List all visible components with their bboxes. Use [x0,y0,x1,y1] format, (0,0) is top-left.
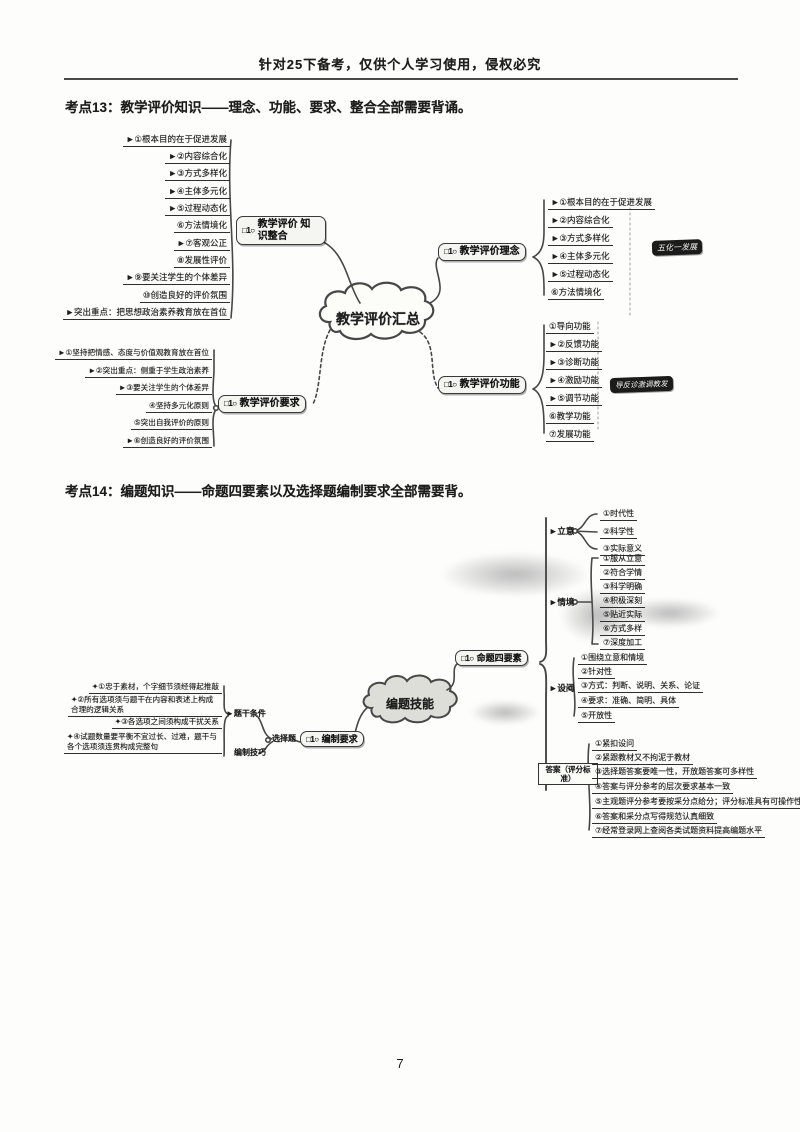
map2-node-requirement: □1○ 编制要求 [300,731,364,747]
map1-concept-item: ►④主体多元化 [548,251,613,264]
map1-requirement-item: ►③要关注学生的个体差异 [115,382,212,395]
map2-qingjing-item: ⑤贴近实际 [600,609,646,622]
progress-icon: □1○ [224,399,237,409]
map1-function-item: ►③诊断功能 [546,357,603,370]
scan-artifact [560,588,635,643]
map2-label-shewen: ►设问 [549,683,575,693]
map2-label-daan: 答案（评分标准） [538,763,598,785]
map2-label-qingjing: ►情境 [549,597,575,607]
map1-concept-item: ►②内容综合化 [548,215,613,228]
map1-concept-item: ⑥方法情境化 [548,287,605,300]
map1-integration-item: ►②内容综合化 [165,151,230,164]
map1-function-item: ⑥教学功能 [546,411,594,424]
map2-daan-item: ④答案与评分参考的层次要求基本一致 [592,781,734,794]
map2-label-tigan: ►题干条件 [226,709,266,718]
section14-title: 考点14：编题知识——命题四要素以及选择题编制要求全部需要背。 [65,484,472,499]
map2-node-elements: □1○ 命题四要素 [455,650,528,666]
page-number: 7 [396,1056,404,1071]
header-divider [64,78,738,80]
map2-shewen-item: ①围绕立意和情境 [578,652,648,665]
map1-integration-item: ►⑤过程动态化 [165,203,230,216]
map1-integration-item: ►⑨要关注学生的个体差异 [122,272,230,285]
map2-qingjing-item: ②符合学情 [600,567,646,580]
map2-daan-item: ⑦经常登录网上查阅各类试题资料提高编题水平 [592,825,766,838]
map2-qingjing-item: ③科学明确 [600,581,646,594]
map2-daan-item: ③选择题答案要唯一性，开放题答案可多样性 [592,766,758,779]
progress-icon: □1○ [461,653,474,663]
map1-function-item: ►④激励功能 [546,375,603,388]
map2-daan-item: ②紧跟教材又不拘泥于教材 [592,752,694,765]
map1-concept-badge: 五化一发展 [651,239,703,256]
map2-daan-item: ⑥答案和采分点写得规范认真细致 [592,811,718,824]
map1-concept-item: ►①根本目的在于促进发展 [548,197,656,210]
progress-icon: □1○ [444,247,457,257]
map1-function-item: ►②反馈功能 [546,339,603,352]
map1-concept-item: ►⑤过程动态化 [548,269,613,282]
map1-node-function: □1○ 教学评价功能 [438,376,526,394]
scan-artifact [440,552,590,597]
map1-node-integration: □1○ 教学评价 知识整合 [236,216,326,245]
map1-node-concept: □1○ 教学评价理念 [438,243,526,261]
map2-shewen-item: ③方式：判断、说明、关系、论证 [578,680,704,693]
map2-qingjing-item: ①服从立意 [600,553,646,566]
map2-shewen-item: ②针对性 [578,666,616,679]
map2-tigan-item: ✦②所有选项须与题干在内容和表述上构成合理的逻辑关系 [68,695,222,717]
node-label: 教学评价理念 [459,246,520,257]
map2-shewen-item: ⑤开放性 [578,710,616,723]
map1-function-badge: 导反诊激调教发 [609,375,673,394]
progress-icon: □1○ [306,734,319,744]
map2-tigan-item: ✦③各选项之间须构成干扰关系 [111,716,222,729]
map1-integration-item: ►⑦客观公正 [173,238,230,251]
map1-function-item: ►⑤调节功能 [546,393,603,406]
map2-label-liyi: ►立意 [549,526,575,536]
map2-label-xuanzeti: 选择题 [272,734,296,743]
map1-function-item: ①导向功能 [546,321,594,334]
map2-qingjing-item: ⑦深度加工 [600,637,646,650]
map1-requirement-item: ►⑥创造良好的评价氛围 [123,435,212,448]
map2-liyi-item: ②科学性 [600,526,638,539]
map1-integration-item: ⑥方法情境化 [173,220,230,233]
map2-qingjing-item: ④积极深刻 [600,595,646,608]
map1-integration-item: ►④主体多元化 [165,186,230,199]
node-label: 教学评价功能 [459,379,520,390]
scan-artifact [620,598,720,628]
map2-label-jiqiao: 编制技巧 [234,748,266,757]
map1-requirement-item: ►①坚持把情感、态度与价值观教育放在首位 [54,347,212,360]
map1-requirement-item: ►②突出重点：侧重于学生政治素养 [85,365,212,378]
map1-requirement-item: ⑤突出自我评价的原则 [130,417,212,430]
node-label: 编制要求 [321,734,358,744]
map2-liyi-item: ③实际意义 [600,543,646,556]
map1-branches [212,139,631,447]
map1-requirement-item: ④坚持多元化原则 [146,400,212,413]
map1-integration-item: ⑩创造良好的评价氛围 [139,290,230,303]
scan-artifact [470,700,540,725]
node-label: 命题四要素 [476,653,522,663]
map1-concept-item: ►③方式多样化 [548,233,613,246]
node-label: 教学评价 知识整合 [257,219,311,242]
map2-liyi-item: ①时代性 [600,508,638,521]
map1-integration-item: ►①根本目的在于促进发展 [122,134,230,147]
map2-central-topic: 编题技能 [385,697,434,711]
map1-integration-item: ►突出重点：把思想政治素养教育放在首位 [62,307,230,320]
map2-daan-item: ⑤主观题评分参考要按采分点给分；评分标准具有可操作性 [592,796,800,809]
map2-qingjing-item: ⑥方式多样 [600,623,646,636]
map2-daan-item: ①紧扣设问 [592,738,638,751]
page-header: 针对25下备考，仅供个人学习使用，侵权必究 [258,57,542,72]
progress-icon: □1○ [444,380,457,390]
map2-shewen-item: ④要求：准确、简明、具体 [578,695,680,708]
map2-tigan-item: ✦④试题数量要平衡不宜过长、过难，题干与各个选项须连贯构成完整句 [64,732,222,754]
map1-node-requirement: □1○ 教学评价要求 [218,395,306,413]
map2-tigan-item: ✦①忠于素材，个字细节须经得起推敲 [88,681,222,694]
map2-branches [223,513,599,831]
node-label: 教学评价要求 [239,398,300,409]
map1-central-topic: 教学评价汇总 [336,311,420,327]
map1-integration-item: ►③方式多样化 [165,168,230,181]
section13-title: 考点13：教学评价知识——理念、功能、要求、整合全部需要背诵。 [65,100,472,115]
map1-integration-item: ⑧发展性评价 [173,255,230,268]
map1-function-item: ⑦发展功能 [546,429,594,442]
progress-icon: □1○ [242,226,255,235]
